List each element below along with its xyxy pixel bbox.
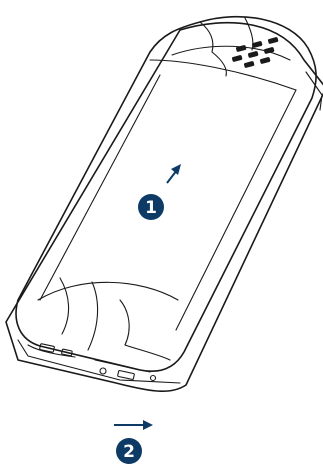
step-arrow-icon — [114, 420, 153, 430]
back-cover — [16, 17, 316, 372]
step-1: 1 — [138, 164, 181, 220]
step-1-number: 1 — [145, 198, 157, 218]
step-2: 2 — [114, 420, 153, 464]
phone-body — [6, 23, 323, 392]
step-2-number: 2 — [123, 442, 135, 462]
step-arrow-icon — [167, 164, 181, 183]
